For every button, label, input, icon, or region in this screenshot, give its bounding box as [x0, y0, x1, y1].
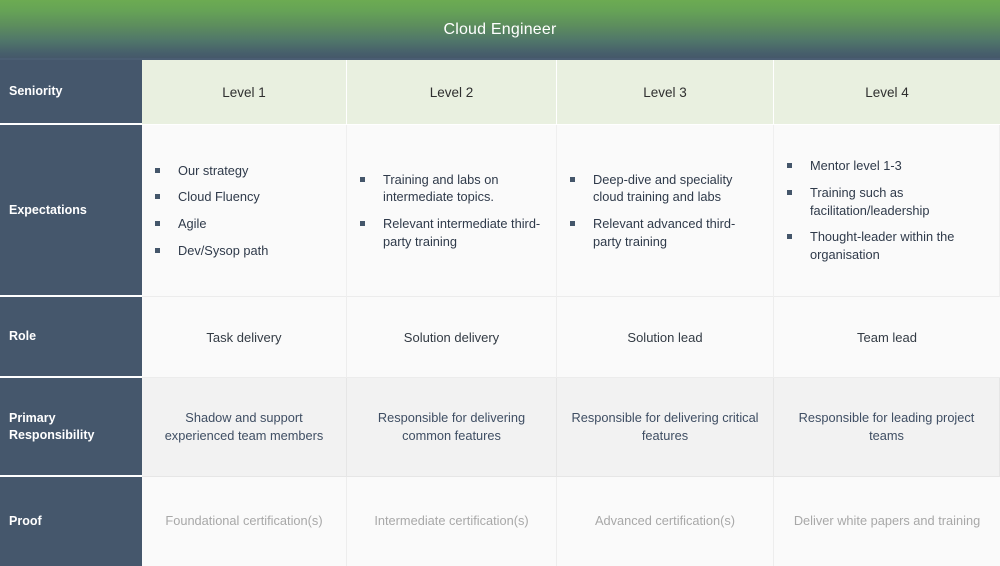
list-item-label: Cloud Fluency — [178, 189, 260, 205]
row-label-proof: Proof — [0, 477, 142, 566]
square-bullet-icon — [787, 234, 792, 240]
role-value: Solution delivery — [403, 329, 500, 345]
proof-cell-level-1[interactable]: Foundational certification(s) — [142, 477, 347, 566]
expectations-cell-level-2[interactable]: Training and labs on intermediate topics… — [347, 125, 557, 297]
list-item: Cloud Fluency — [155, 188, 332, 206]
proof-cell-level-4[interactable]: Deliver white papers and training — [774, 477, 1000, 566]
list-item: Thought-leader within the organisation — [787, 228, 985, 263]
square-bullet-icon — [787, 163, 792, 169]
column-header-level-1: Level 1 — [222, 84, 266, 100]
proof-value: Intermediate certification(s) — [374, 513, 529, 529]
role-value: Team lead — [857, 329, 917, 345]
primary-responsibility-value: Responsible for delivering critical feat… — [571, 409, 759, 443]
column-header-level-2: Level 2 — [429, 84, 474, 100]
list-item-label: Our strategy — [178, 162, 249, 178]
column-header-level-4: Level 4 — [865, 84, 909, 100]
table-row-proof: Proof Foundational certification(s) Inte… — [0, 477, 1000, 566]
table-row-primary-responsibility: Primary Responsibility Shadow and suppor… — [0, 378, 1000, 477]
table-row-role: Role Task delivery Solution delivery Sol… — [0, 297, 1000, 378]
row-label-primary-responsibility: Primary Responsibility — [0, 378, 142, 477]
list-item: Dev/Sysop path — [155, 242, 332, 260]
square-bullet-icon — [570, 176, 575, 182]
row-label-seniority: Seniority — [0, 60, 142, 125]
seniority-cell-level-3[interactable]: Level 3 — [557, 60, 774, 125]
role-cell-level-1[interactable]: Task delivery — [142, 297, 347, 378]
list-item-label: Dev/Sysop path — [178, 242, 269, 258]
expectations-cell-level-3[interactable]: Deep-dive and speciality cloud training … — [557, 125, 774, 297]
list-item-label: Relevant intermediate third-party traini… — [383, 216, 541, 249]
proof-cell-level-3[interactable]: Advanced certification(s) — [557, 477, 774, 566]
seniority-cell-level-4[interactable]: Level 4 — [774, 60, 1000, 125]
proof-value: Deliver white papers and training — [793, 513, 981, 529]
square-bullet-icon — [155, 194, 160, 200]
role-value: Task delivery — [206, 329, 282, 345]
list-item-label: Mentor level 1-3 — [810, 158, 902, 174]
square-bullet-icon — [570, 221, 575, 226]
list-item-label: Agile — [178, 216, 207, 231]
list-item: Deep-dive and speciality cloud training … — [570, 171, 759, 206]
list-item: Mentor level 1-3 — [787, 157, 985, 175]
primary-responsibility-cell-level-1[interactable]: Shadow and support experienced team memb… — [142, 378, 347, 477]
square-bullet-icon — [360, 221, 365, 226]
list-item-label: Deep-dive and speciality cloud training … — [593, 171, 733, 205]
proof-value: Foundational certification(s) — [165, 513, 323, 529]
primary-responsibility-cell-level-4[interactable]: Responsible for leading project teams — [774, 378, 1000, 477]
bullet-list-level-4: Mentor level 1-3 Training such as facili… — [774, 157, 999, 263]
proof-cell-level-2[interactable]: Intermediate certification(s) — [347, 477, 557, 566]
column-header-level-3: Level 3 — [643, 84, 687, 100]
role-cell-level-4[interactable]: Team lead — [774, 297, 1000, 378]
square-bullet-icon — [360, 176, 365, 182]
list-item: Training and labs on intermediate topics… — [360, 171, 542, 206]
row-label-expectations: Expectations — [0, 125, 142, 297]
row-label-role: Role — [0, 297, 142, 378]
role-cell-level-2[interactable]: Solution delivery — [347, 297, 557, 378]
primary-responsibility-value: Responsible for leading project teams — [798, 409, 975, 443]
primary-responsibility-value: Shadow and support experienced team memb… — [164, 409, 324, 443]
role-value: Solution lead — [627, 329, 703, 345]
list-item: Relevant intermediate third-party traini… — [360, 215, 542, 250]
list-item: Training such as facilitation/leadership — [787, 184, 985, 219]
square-bullet-icon — [155, 221, 160, 226]
list-item: Our strategy — [155, 162, 332, 180]
primary-responsibility-value: Responsible for delivering common featur… — [377, 409, 526, 443]
page-title: Cloud Engineer — [443, 21, 557, 38]
square-bullet-icon — [155, 167, 160, 173]
expectations-cell-level-1[interactable]: Our strategy Cloud Fluency Agile Dev/Sys… — [142, 125, 347, 297]
primary-responsibility-cell-level-3[interactable]: Responsible for delivering critical feat… — [557, 378, 774, 477]
bullet-list-level-1: Our strategy Cloud Fluency Agile Dev/Sys… — [142, 162, 346, 260]
list-item-label: Thought-leader within the organisation — [810, 229, 955, 262]
primary-responsibility-cell-level-2[interactable]: Responsible for delivering common featur… — [347, 378, 557, 477]
square-bullet-icon — [155, 247, 160, 253]
list-item-label: Training and labs on intermediate topics… — [383, 171, 499, 205]
list-item-label: Training such as facilitation/leadership — [810, 185, 930, 218]
role-cell-level-3[interactable]: Solution lead — [557, 297, 774, 378]
list-item-label: Relevant advanced third-party training — [593, 216, 736, 249]
title-banner: Cloud Engineer — [0, 0, 1000, 60]
list-item: Relevant advanced third-party training — [570, 215, 759, 250]
bullet-list-level-3: Deep-dive and speciality cloud training … — [557, 171, 773, 251]
list-item: Agile — [155, 215, 332, 233]
seniority-cell-level-1[interactable]: Level 1 — [142, 60, 347, 125]
matrix-grid: Seniority Level 1 Level 2 Level 3 Level … — [0, 60, 1000, 566]
seniority-cell-level-2[interactable]: Level 2 — [347, 60, 557, 125]
table-row-expectations: Expectations Our strategy Cloud Fluency … — [0, 125, 1000, 297]
proof-value: Advanced certification(s) — [594, 513, 736, 529]
bullet-list-level-2: Training and labs on intermediate topics… — [347, 171, 556, 251]
table-row-seniority: Seniority Level 1 Level 2 Level 3 Level … — [0, 60, 1000, 125]
square-bullet-icon — [787, 190, 792, 196]
expectations-cell-level-4[interactable]: Mentor level 1-3 Training such as facili… — [774, 125, 1000, 297]
